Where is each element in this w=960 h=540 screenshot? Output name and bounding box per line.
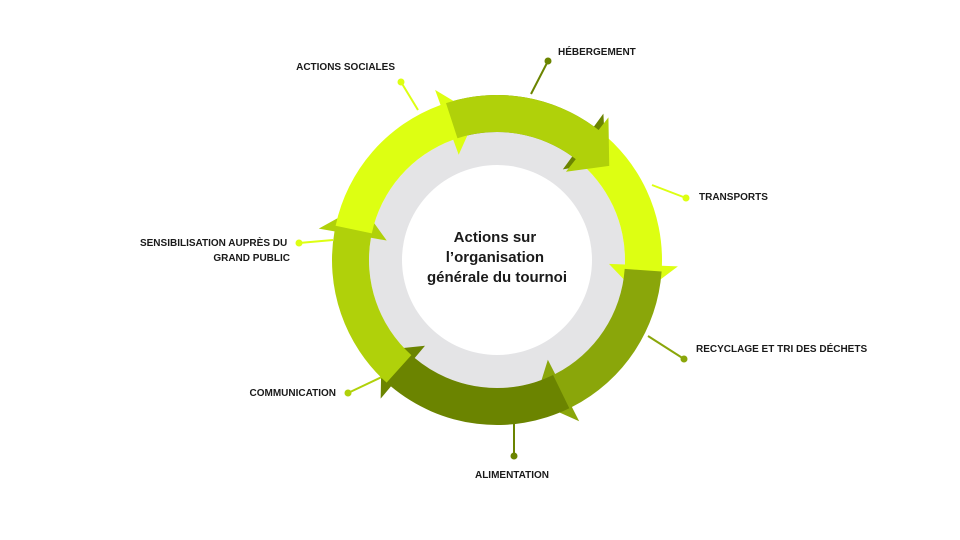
center-title: Actions sur l’organisation générale du t… bbox=[427, 229, 567, 286]
segment-arrow-recyclage bbox=[534, 268, 662, 422]
label-transports: TRANSPORTS bbox=[699, 192, 768, 203]
segment-arrow-alimentation bbox=[380, 345, 570, 425]
segment-arrow-communication bbox=[318, 205, 412, 383]
label-recyclage: RECYCLAGE ET TRI DES DÉCHETS bbox=[696, 342, 867, 355]
callout-hebergement bbox=[530, 57, 552, 95]
label-actions-sociales: ACTIONS SOCIALES bbox=[296, 62, 395, 73]
segment-arrow-transports bbox=[575, 129, 678, 296]
label-communication: COMMUNICATION bbox=[250, 388, 336, 399]
label-sensibilisation: SENSIBILISATION AUPRÈS DU GRAND PUBLIC bbox=[140, 236, 290, 264]
segment-arrow-actions-sociales bbox=[446, 95, 610, 172]
label-hebergement: HÉBERGEMENT bbox=[558, 45, 636, 58]
callout-communication bbox=[344, 374, 387, 397]
segment-arrow-sensibilisation bbox=[335, 89, 477, 234]
callout-alimentation bbox=[510, 424, 518, 460]
callout-actions-sociales bbox=[397, 78, 419, 111]
callout-sensibilisation bbox=[295, 239, 334, 247]
callout-transports bbox=[651, 184, 690, 202]
label-alimentation: ALIMENTATION bbox=[475, 470, 549, 481]
callout-recyclage bbox=[647, 335, 688, 363]
center-disc bbox=[402, 165, 592, 355]
